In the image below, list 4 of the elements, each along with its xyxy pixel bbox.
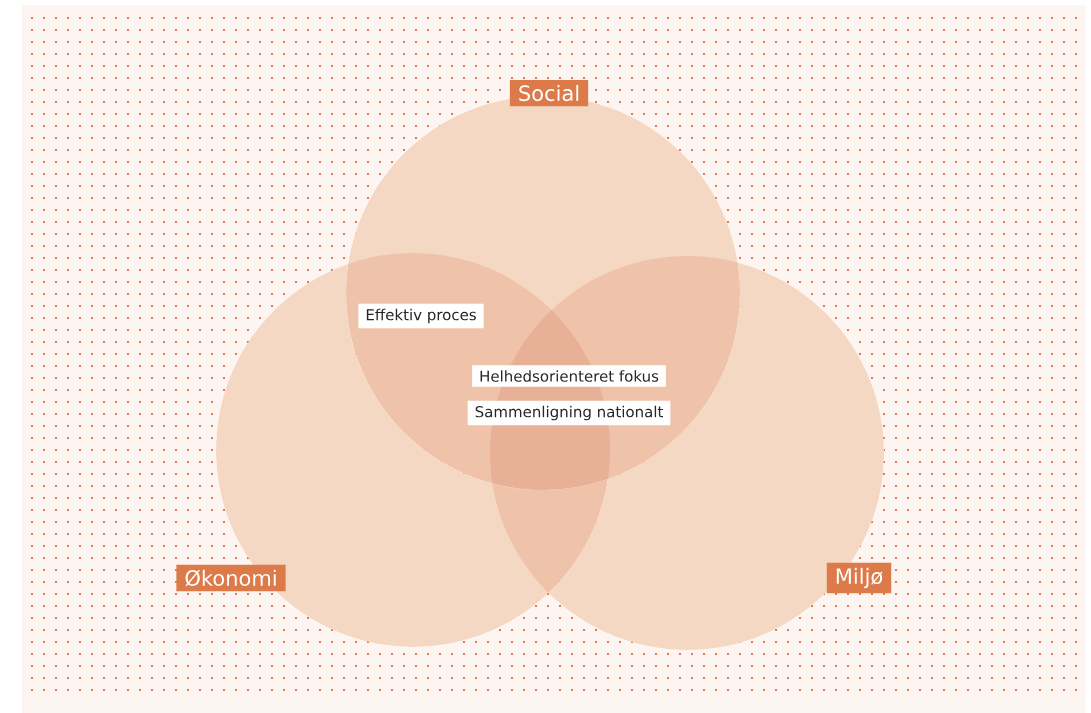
- heading-label: Miljø: [826, 562, 892, 594]
- heading-label: Social: [509, 79, 589, 107]
- heading-label: Økonomi: [176, 564, 286, 592]
- text-label: Effektiv proces: [358, 303, 484, 329]
